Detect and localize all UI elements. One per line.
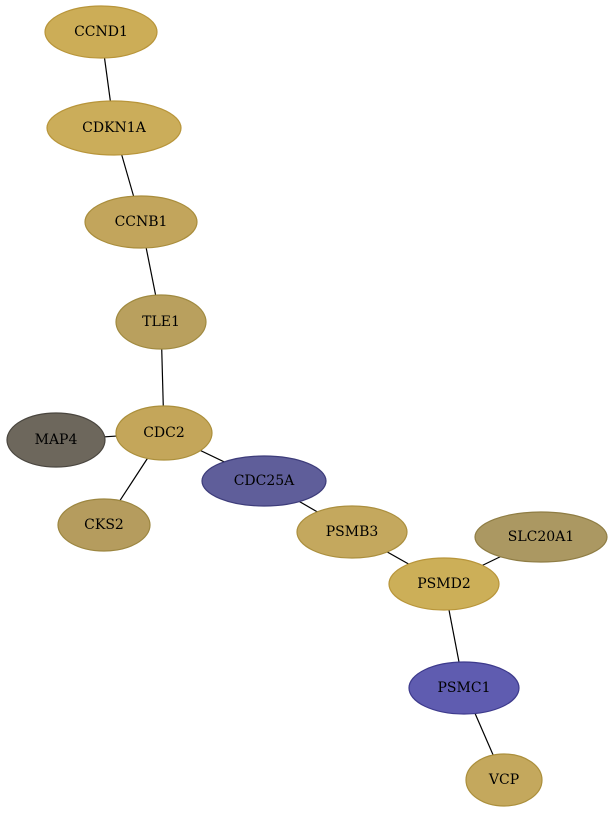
node-ellipse — [201, 455, 327, 507]
node-map4[interactable]: MAP4 — [6, 412, 106, 468]
node-cdkn1a[interactable]: CDKN1A — [46, 100, 182, 156]
node-psmc1[interactable]: PSMC1 — [408, 661, 520, 715]
node-label: VCP — [488, 772, 519, 788]
node-ellipse — [115, 405, 213, 461]
node-cks2[interactable]: CKS2 — [57, 498, 151, 552]
node-ccnd1[interactable]: CCND1 — [44, 5, 158, 59]
node-label: SLC20A1 — [508, 529, 574, 545]
node-tle1[interactable]: TLE1 — [115, 294, 207, 350]
node-ellipse — [57, 498, 151, 552]
node-ellipse — [44, 5, 158, 59]
node-ellipse — [388, 557, 500, 611]
node-ellipse — [6, 412, 106, 468]
node-ellipse — [474, 511, 608, 563]
node-label: CCNB1 — [115, 214, 168, 230]
node-label: MAP4 — [35, 432, 78, 448]
node-cdc25a[interactable]: CDC25A — [201, 455, 327, 507]
node-label: PSMB3 — [326, 524, 379, 540]
node-ellipse — [296, 505, 408, 559]
node-label: CDKN1A — [82, 120, 147, 136]
node-ellipse — [115, 294, 207, 350]
node-psmb3[interactable]: PSMB3 — [296, 505, 408, 559]
node-ellipse — [465, 753, 543, 807]
node-ccnb1[interactable]: CCNB1 — [84, 195, 198, 249]
node-label: CDC25A — [234, 473, 295, 489]
node-label: CKS2 — [84, 517, 124, 533]
node-slc20a1[interactable]: SLC20A1 — [474, 511, 608, 563]
node-label: TLE1 — [142, 314, 180, 330]
node-psmd2[interactable]: PSMD2 — [388, 557, 500, 611]
node-vcp[interactable]: VCP — [465, 753, 543, 807]
node-ellipse — [408, 661, 520, 715]
node-ellipse — [46, 100, 182, 156]
node-label: PSMD2 — [417, 576, 470, 592]
node-label: CDC2 — [143, 425, 185, 441]
node-label: CCND1 — [74, 24, 128, 40]
node-cdc2[interactable]: CDC2 — [115, 405, 213, 461]
node-label: PSMC1 — [438, 680, 491, 696]
node-ellipse — [84, 195, 198, 249]
